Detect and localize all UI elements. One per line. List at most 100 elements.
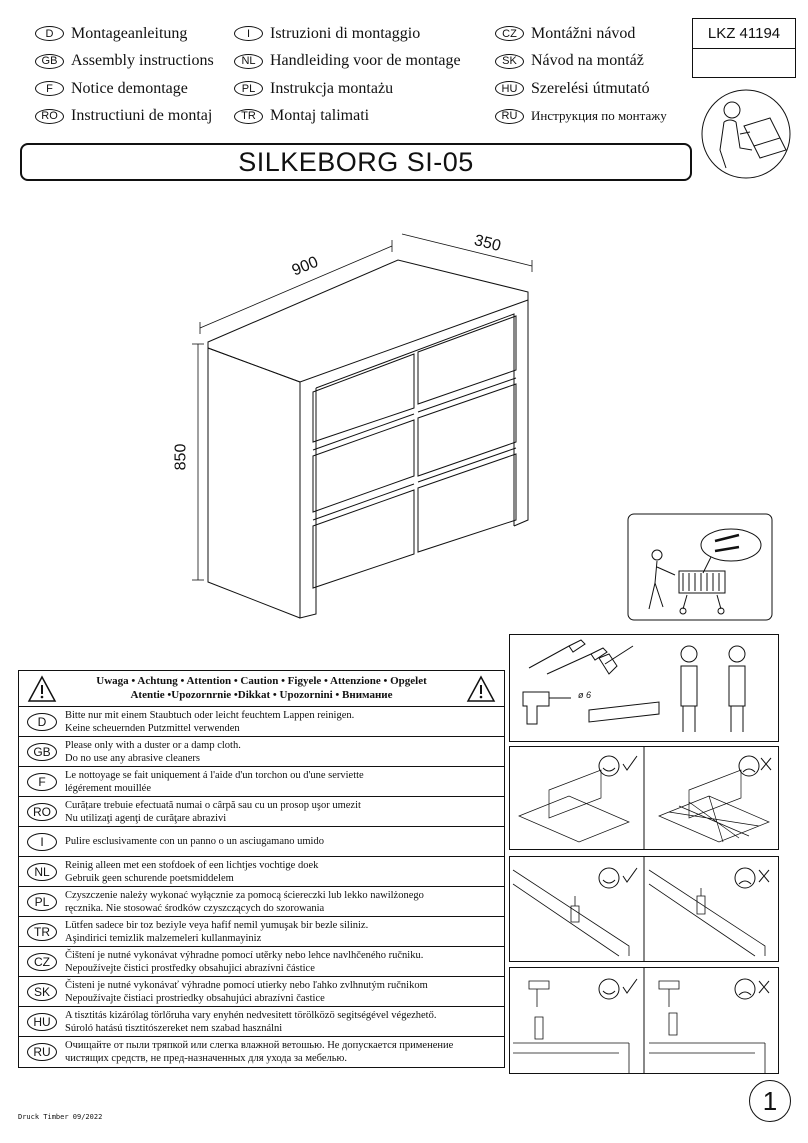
language-row: D Montageanleitung: [35, 20, 214, 48]
lang-title: Handleiding voor de montage: [270, 52, 461, 70]
warning-text: Lütfen sadece bir toz beziyle veya hafif…: [65, 919, 369, 931]
lang-title: Assembly instructions: [71, 52, 214, 70]
warning-text: ręcznika. Nie stosować środków czyszcząc…: [65, 902, 325, 914]
lang-code-badge: CZ: [27, 952, 57, 971]
lang-code-badge: NL: [234, 53, 263, 69]
lang-title: Instrukcja montażu: [270, 79, 394, 97]
lang-code-badge: TR: [27, 922, 57, 941]
language-row: PL Instrukcja montażu: [234, 75, 461, 103]
spirit-level-icon: [588, 701, 660, 723]
warning-text: Nepoužívajte čistiaci prostriedky obsahu…: [65, 992, 325, 1004]
language-list-col2: I Istruzioni di montaggio NL Handleiding v…: [234, 20, 461, 130]
print-footer: Druck Timber 09/2022: [18, 1113, 103, 1121]
hardware-cart-panel: [627, 513, 773, 621]
lang-code-badge: RO: [27, 802, 57, 821]
warning-text: Le nottoyage se fait uniquement á l'aide…: [65, 769, 364, 781]
language-list-col3: CZ Montážni návod SK Návod na montáž HU Sze…: [495, 20, 667, 130]
warning-text: Pulire esclusivamente con un panno o un …: [65, 836, 324, 847]
warning-row: TR Lütfen sadece bir toz beziyle veya haf…: [19, 917, 504, 947]
hammer-icon: [528, 980, 550, 1007]
lang-code-badge: RU: [27, 1043, 57, 1061]
language-row: GB Assembly instructions: [35, 48, 214, 76]
screwdriver-icon: [528, 639, 586, 669]
happy-face-icon: [598, 755, 620, 777]
warning-text: A tisztitás kizárólag törlőruha vary eny…: [65, 1009, 437, 1021]
hammer-dowel-panel: [509, 967, 779, 1074]
happy-face-icon: [598, 867, 620, 889]
warning-row: HU A tisztitás kizárólag törlőruha vary e…: [19, 1007, 504, 1037]
lang-title: Návod na montáž: [531, 52, 644, 70]
checkmark-icon: [622, 867, 638, 883]
warning-row: F Le nottoyage se fait uniquement á l'aid…: [19, 767, 504, 797]
lang-code-badge: RO: [35, 108, 64, 124]
lang-code-badge: HU: [495, 81, 524, 97]
warning-text: Aşindirici temizlik malzemeleri kullanma…: [65, 932, 262, 944]
lang-title: Szerelési útmutató: [531, 79, 650, 97]
lang-title: Инструкция по монтажу: [531, 108, 667, 124]
warning-row: RU Очищайте от пыли тряпкой или слегка вл…: [19, 1037, 504, 1067]
cleaning-warning-table: Uwaga • Achtung • Attention • Caution • …: [18, 670, 505, 1068]
language-row: CZ Montážni návod: [495, 20, 667, 48]
checkmark-icon: [622, 755, 638, 771]
warning-triangle-icon: [27, 675, 57, 702]
warning-text: légérement mouillée: [65, 782, 152, 794]
cross-icon: [758, 869, 770, 883]
warning-text: Curățare trebuie efectuată numai o cârpă…: [65, 799, 361, 811]
language-row: F Notice demontage: [35, 75, 214, 103]
product-code-box: LKZ 41194: [692, 18, 796, 78]
lang-code-badge: GB: [35, 53, 64, 69]
drill-bit-label: ø 6: [578, 690, 592, 700]
product-title: SILKEBORG SI-05: [20, 143, 692, 181]
warning-text: Очищайте от пыли тряпкой или слегка влаж…: [65, 1040, 454, 1051]
lang-code-badge: CZ: [495, 26, 524, 42]
warning-text: чистящих средств, не пред-назначенных дл…: [65, 1053, 347, 1064]
dim-height-label: 850: [172, 443, 190, 471]
warning-text: Čisteni je nutné vykonávať výhradne pomo…: [65, 979, 428, 991]
lang-code-badge: SK: [27, 982, 57, 1001]
lang-code-badge: GB: [27, 742, 57, 761]
warning-heading: Uwaga • Achtung • Attention • Caution • …: [19, 671, 504, 707]
warning-text: Czyszczenie należy wykonać wyłącznie za …: [65, 889, 424, 901]
tools-panel: [509, 634, 779, 742]
warning-row: NL Reinig alleen met een stofdoek of een …: [19, 857, 504, 887]
lang-title: Montageanleitung: [71, 24, 188, 42]
lang-code-badge: I: [234, 26, 263, 42]
sad-face-icon: [738, 755, 760, 777]
sad-face-icon: [734, 978, 756, 1000]
lang-code-badge: HU: [27, 1012, 57, 1031]
lang-code-badge: RU: [495, 108, 524, 124]
lang-code-badge: PL: [234, 81, 263, 97]
warning-text: Reinig alleen met een stofdoek of een li…: [65, 859, 319, 871]
drill-icon: [522, 691, 550, 725]
cross-icon: [758, 980, 770, 994]
lang-title: Notice demontage: [71, 79, 188, 97]
dowel-insert-panel: [509, 856, 779, 962]
dresser-drawing: [192, 233, 533, 619]
hammer-icon: [598, 645, 634, 675]
lang-title: Istruzioni di montaggio: [270, 24, 421, 42]
lang-title: Montážni návod: [531, 24, 636, 42]
checkmark-icon: [622, 978, 638, 994]
sad-face-icon: [734, 867, 756, 889]
warning-text: Do no use any abrasive cleaners: [65, 752, 200, 764]
language-row: HU Szerelési útmutató: [495, 75, 667, 103]
language-row: SK Návod na montáž: [495, 48, 667, 76]
lang-code-badge: F: [35, 81, 64, 97]
lang-code-badge: D: [35, 26, 64, 42]
page-number: 1: [749, 1080, 791, 1122]
lang-code-badge: NL: [27, 862, 57, 881]
warning-heading-line2: Atentie •Upozornrnie •Dikkat • Upozornin…: [130, 689, 393, 701]
lang-code-badge: SK: [495, 53, 524, 69]
warning-text: Nu utilizaţi agenţi de curăţare abrazivi: [65, 812, 227, 824]
language-row: I Istruzioni di montaggio: [234, 20, 461, 48]
warning-text: Bitte nur mit einem Staubtuch oder leich…: [65, 709, 355, 721]
lang-title: Montaj talimati: [270, 107, 370, 125]
lang-code-badge: I: [27, 832, 57, 851]
lang-code-badge: F: [27, 772, 57, 791]
warning-text: Nepoužívejte čistici prostředky obsahuji…: [65, 962, 315, 974]
warning-text: Gebruik geen schurende poetsmiddelem: [65, 872, 234, 884]
